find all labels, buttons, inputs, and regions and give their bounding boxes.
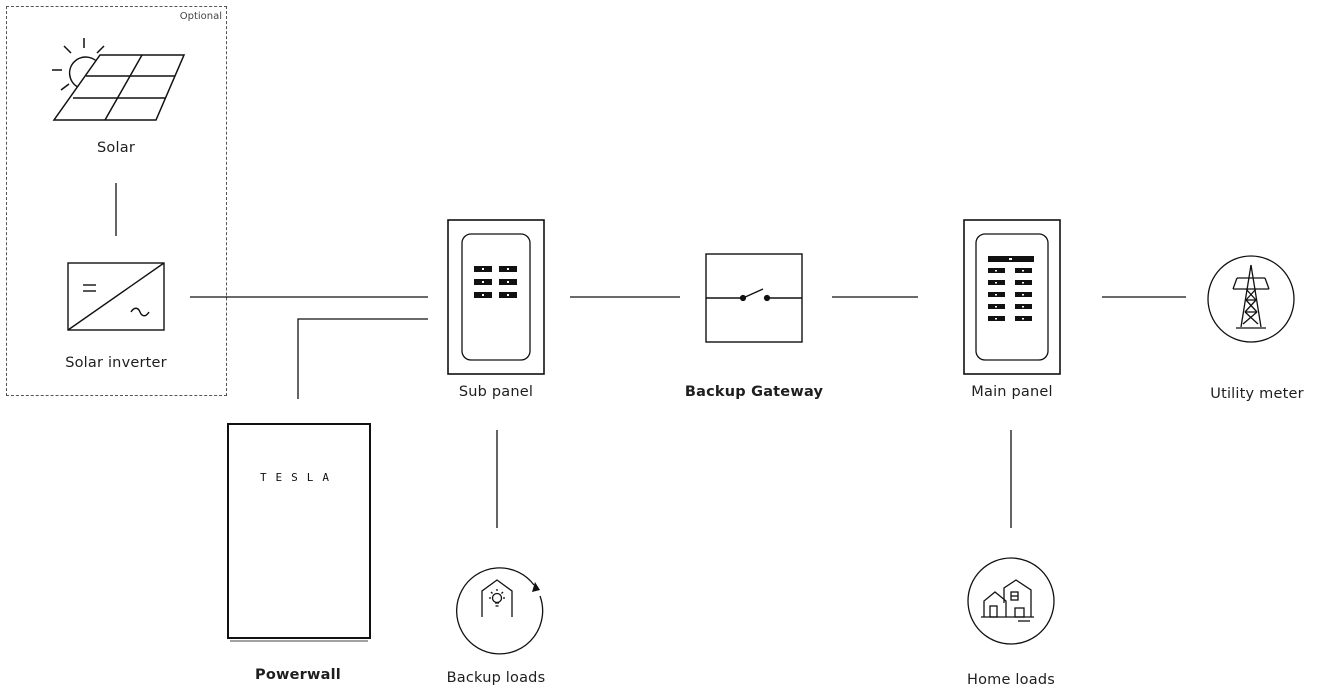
switch-icon bbox=[705, 253, 803, 343]
powerwall-label: Powerwall bbox=[255, 667, 341, 683]
backup-gateway-label: Backup Gateway bbox=[684, 384, 824, 400]
solar-panel-icon bbox=[52, 38, 186, 121]
solar-inverter-label: Solar inverter bbox=[65, 355, 167, 371]
connector-powerwall-subpanel bbox=[297, 318, 428, 399]
home-loads-label: Home loads bbox=[967, 672, 1055, 688]
powerwall-brand: TESLA bbox=[260, 471, 338, 484]
main-panel-icon bbox=[963, 219, 1061, 375]
utility-meter-label: Utility meter bbox=[1210, 386, 1304, 402]
sub-panel-icon bbox=[447, 219, 545, 375]
inverter-icon bbox=[67, 262, 165, 331]
sub-panel-label: Sub panel bbox=[458, 384, 534, 400]
battery-icon: TESLA bbox=[227, 423, 371, 642]
main-panel-label: Main panel bbox=[971, 384, 1053, 400]
optional-region: Optional bbox=[6, 6, 227, 396]
transmission-tower-icon bbox=[1207, 255, 1295, 343]
optional-tag: Optional bbox=[179, 11, 222, 22]
houses-icon bbox=[967, 557, 1055, 645]
backup-loads-label: Backup loads bbox=[446, 670, 546, 686]
house-lightbulb-icon bbox=[456, 567, 544, 655]
solar-label: Solar bbox=[97, 140, 135, 156]
